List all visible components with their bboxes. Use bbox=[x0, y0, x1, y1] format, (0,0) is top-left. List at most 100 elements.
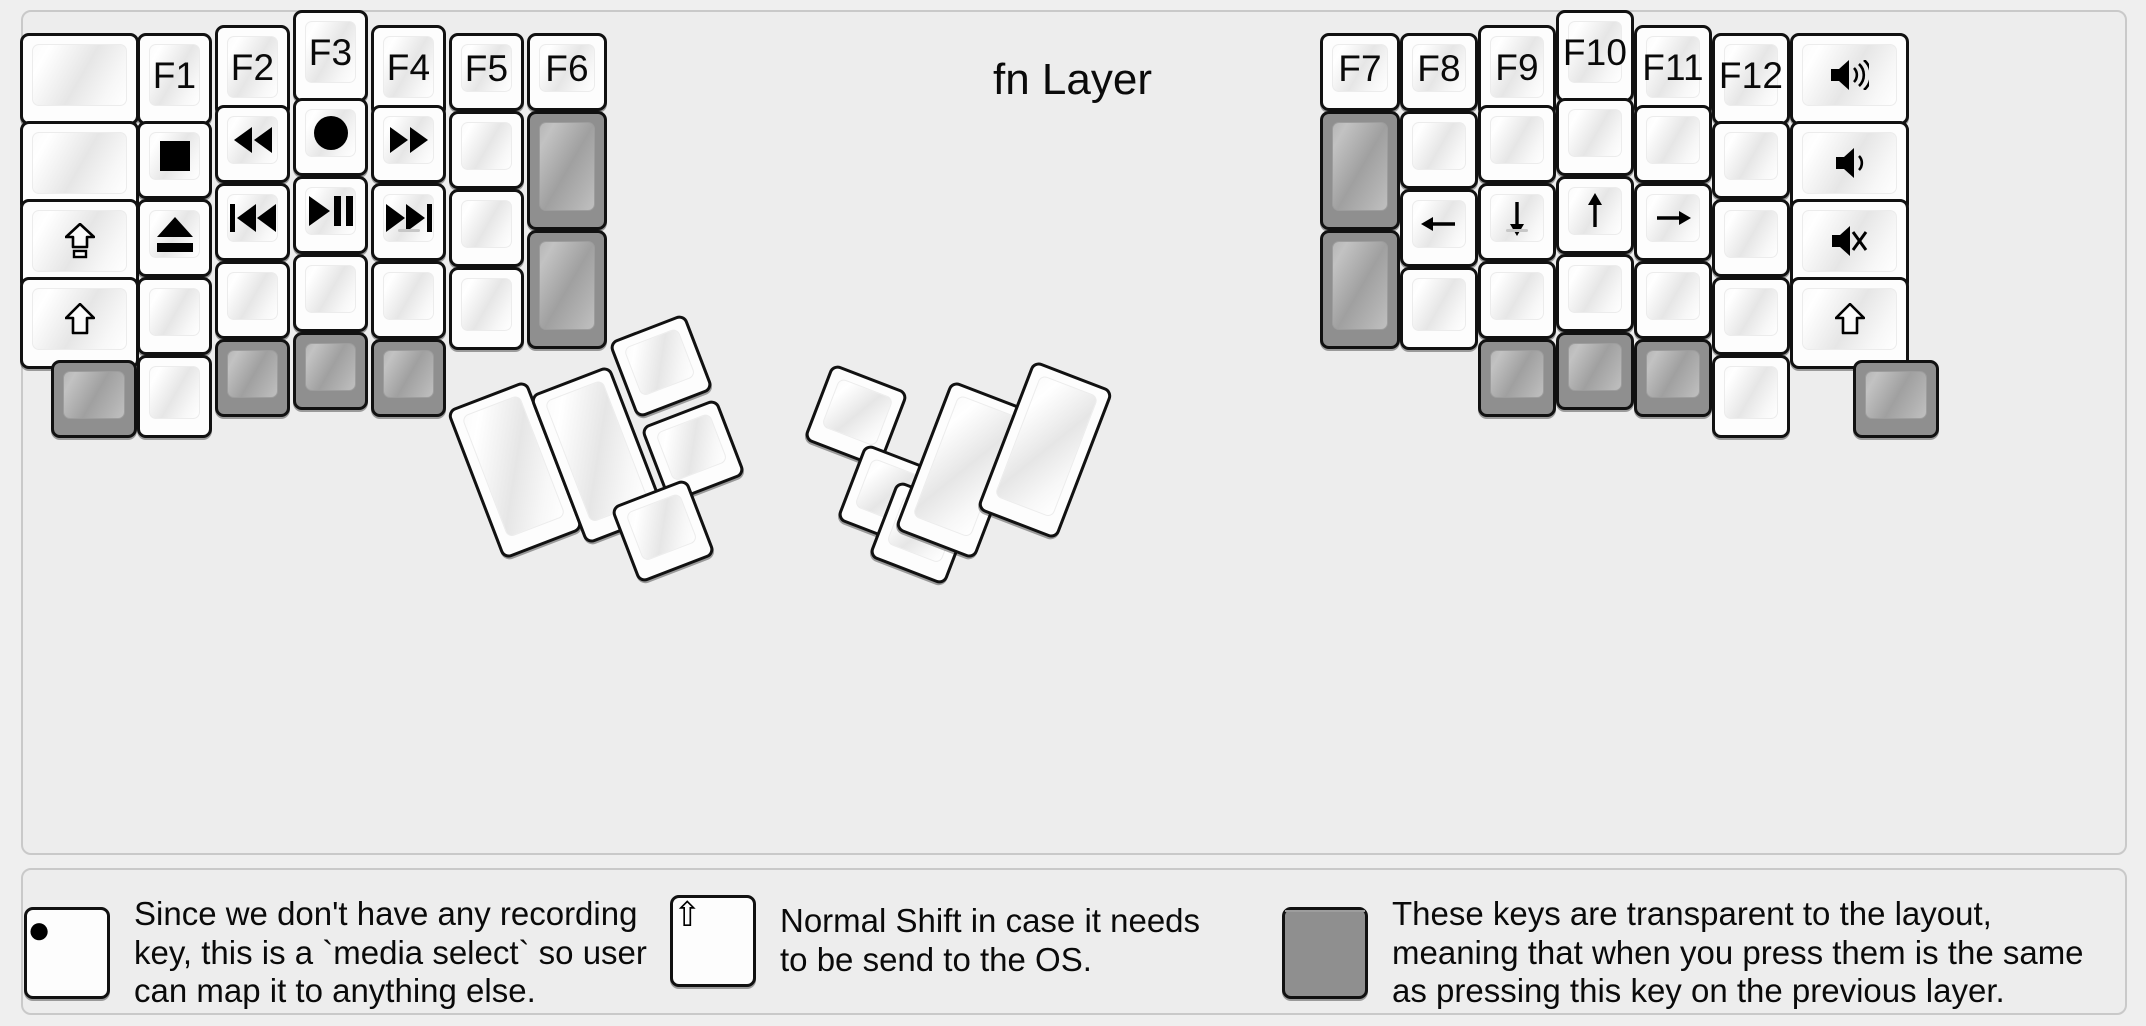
key-right-c3-r4[interactable] bbox=[1478, 261, 1556, 339]
key-right-c1-r3-trans[interactable] bbox=[1320, 230, 1400, 349]
keycap-face bbox=[1412, 200, 1466, 248]
key-right-c1-r2-trans[interactable] bbox=[1320, 111, 1400, 230]
key-left-c3-rewind[interactable] bbox=[215, 105, 290, 183]
key-left-c3-prevtrack[interactable] bbox=[215, 183, 290, 261]
key-left-c5-nexttrack[interactable] bbox=[371, 183, 446, 261]
keycap-face bbox=[1412, 122, 1466, 170]
keycap-face bbox=[655, 412, 728, 482]
key-right-c2-left[interactable] bbox=[1400, 189, 1478, 267]
keycap-face: F12 bbox=[1719, 44, 1783, 106]
key-right-c4-r5-trans[interactable] bbox=[1556, 332, 1634, 410]
play-pause-icon bbox=[308, 196, 353, 226]
key-left-c1-r4-shift[interactable] bbox=[20, 277, 139, 369]
key-left-c4-record[interactable] bbox=[293, 98, 368, 176]
arrow-right-icon bbox=[1655, 204, 1691, 232]
key-left-c6-r4[interactable] bbox=[449, 267, 524, 350]
key-right-c2-f8[interactable]: F8 bbox=[1400, 33, 1478, 111]
key-right-c5-r4[interactable] bbox=[1634, 261, 1712, 339]
key-right-c6-r3[interactable] bbox=[1712, 199, 1790, 277]
keycap-face bbox=[1568, 109, 1622, 157]
key-left-c4-r4[interactable] bbox=[293, 254, 368, 332]
rewind-icon bbox=[233, 127, 272, 153]
keycap-face bbox=[149, 288, 200, 336]
key-left-c4-r5-trans[interactable] bbox=[293, 332, 368, 410]
key-left-c6-r2[interactable] bbox=[449, 111, 524, 189]
mute-icon bbox=[1831, 226, 1868, 256]
keycap-face bbox=[623, 327, 696, 397]
key-left-c4-f3[interactable]: F3 bbox=[293, 10, 368, 102]
key-right-c5-f11[interactable]: F11 bbox=[1634, 25, 1712, 117]
key-right-c4-up[interactable] bbox=[1556, 176, 1634, 254]
key-left-c6-r3[interactable] bbox=[449, 189, 524, 267]
page-title: fn Layer bbox=[993, 55, 1152, 104]
legend-item-record: ● Since we don't have any recording key,… bbox=[24, 895, 647, 1011]
key-left-c3-r5-trans[interactable] bbox=[215, 339, 290, 417]
keycap-face bbox=[1646, 350, 1700, 398]
key-right-c3-f9[interactable]: F9 bbox=[1478, 25, 1556, 117]
shift-icon bbox=[1834, 303, 1865, 335]
key-left-c2-stop[interactable] bbox=[137, 121, 212, 199]
keycap-face bbox=[1332, 241, 1388, 330]
key-right-c3-down[interactable] bbox=[1478, 183, 1556, 261]
key-left-c2-f1[interactable]: F1 bbox=[137, 33, 212, 125]
key-right-c7-mute[interactable] bbox=[1790, 199, 1909, 291]
key-left-c2-r5[interactable] bbox=[137, 355, 212, 438]
key-right-c4-r4[interactable] bbox=[1556, 254, 1634, 332]
keycap-face bbox=[305, 265, 356, 313]
key-left-c6-f5[interactable]: F5 bbox=[449, 33, 524, 111]
key-right-c5-right[interactable] bbox=[1634, 183, 1712, 261]
key-right-c7-volume-up[interactable] bbox=[1790, 33, 1909, 125]
key-left-c2-eject[interactable] bbox=[137, 199, 212, 277]
key-right-c2-r2[interactable] bbox=[1400, 111, 1478, 189]
keycap-face bbox=[1568, 343, 1622, 391]
key-left-c1-r1[interactable] bbox=[20, 33, 139, 125]
keycap-face bbox=[227, 116, 278, 164]
key-left-c5-f4[interactable]: F4 bbox=[371, 25, 446, 117]
keycap-face: F10 bbox=[1563, 21, 1627, 83]
key-right-c1-f7[interactable]: F7 bbox=[1320, 33, 1400, 111]
key-right-c6-r4[interactable] bbox=[1712, 277, 1790, 355]
key-left-c1-r3-capslock[interactable] bbox=[20, 199, 139, 291]
key-right-c6-r2[interactable] bbox=[1712, 121, 1790, 199]
key-label: F5 bbox=[464, 47, 509, 89]
legend-key-cap bbox=[1285, 909, 1365, 912]
key-left-c3-r4[interactable] bbox=[215, 261, 290, 339]
key-left-c3-f2[interactable]: F2 bbox=[215, 25, 290, 117]
key-label: F11 bbox=[1642, 46, 1704, 88]
key-left-c7-r2-trans[interactable] bbox=[527, 111, 607, 230]
shift-icon bbox=[64, 303, 95, 335]
key-right-c2-r4[interactable] bbox=[1400, 267, 1478, 350]
keycap-face bbox=[1646, 194, 1700, 242]
legend-text-record: Since we don't have any recording key, t… bbox=[134, 895, 647, 1010]
key-left-c7-f6[interactable]: F6 bbox=[527, 33, 607, 111]
key-right-c4-f10[interactable]: F10 bbox=[1556, 10, 1634, 102]
keycap-face bbox=[305, 109, 356, 157]
legend-text-transparent: These keys are transparent to the layout… bbox=[1392, 895, 2084, 1010]
record-icon: ● bbox=[27, 907, 52, 952]
key-left-c4-playpause[interactable] bbox=[293, 176, 368, 254]
keycap-face bbox=[227, 272, 278, 320]
key-right-c5-r2[interactable] bbox=[1634, 105, 1712, 183]
key-right-c5-r5-trans[interactable] bbox=[1634, 339, 1712, 417]
keycap-face bbox=[1646, 272, 1700, 320]
key-left-c5-r5-trans[interactable] bbox=[371, 339, 446, 417]
key-right-c6-r5[interactable] bbox=[1712, 355, 1790, 438]
legend-key-shift: ⇧ bbox=[670, 895, 756, 987]
key-right-c4-r2[interactable] bbox=[1556, 98, 1634, 176]
key-right-c3-r2[interactable] bbox=[1478, 105, 1556, 183]
keycap-face: F9 bbox=[1490, 36, 1544, 98]
key-left-c7-r3-trans[interactable] bbox=[527, 230, 607, 349]
keycap-face bbox=[305, 343, 356, 391]
key-left-c5-fastforward[interactable] bbox=[371, 105, 446, 183]
key-right-c7-volume-down[interactable] bbox=[1790, 121, 1909, 213]
key-right-c3-r5-trans[interactable] bbox=[1478, 339, 1556, 417]
key-right-c7-r5-trans[interactable] bbox=[1853, 360, 1939, 438]
key-left-c2-r4[interactable] bbox=[137, 277, 212, 355]
key-right-c6-f12[interactable]: F12 bbox=[1712, 33, 1790, 125]
keycap-face bbox=[821, 377, 894, 447]
key-right-c7-shift[interactable] bbox=[1790, 277, 1909, 369]
key-left-c5-r4[interactable] bbox=[371, 261, 446, 339]
key-left-c1-r5-trans[interactable] bbox=[51, 360, 137, 438]
